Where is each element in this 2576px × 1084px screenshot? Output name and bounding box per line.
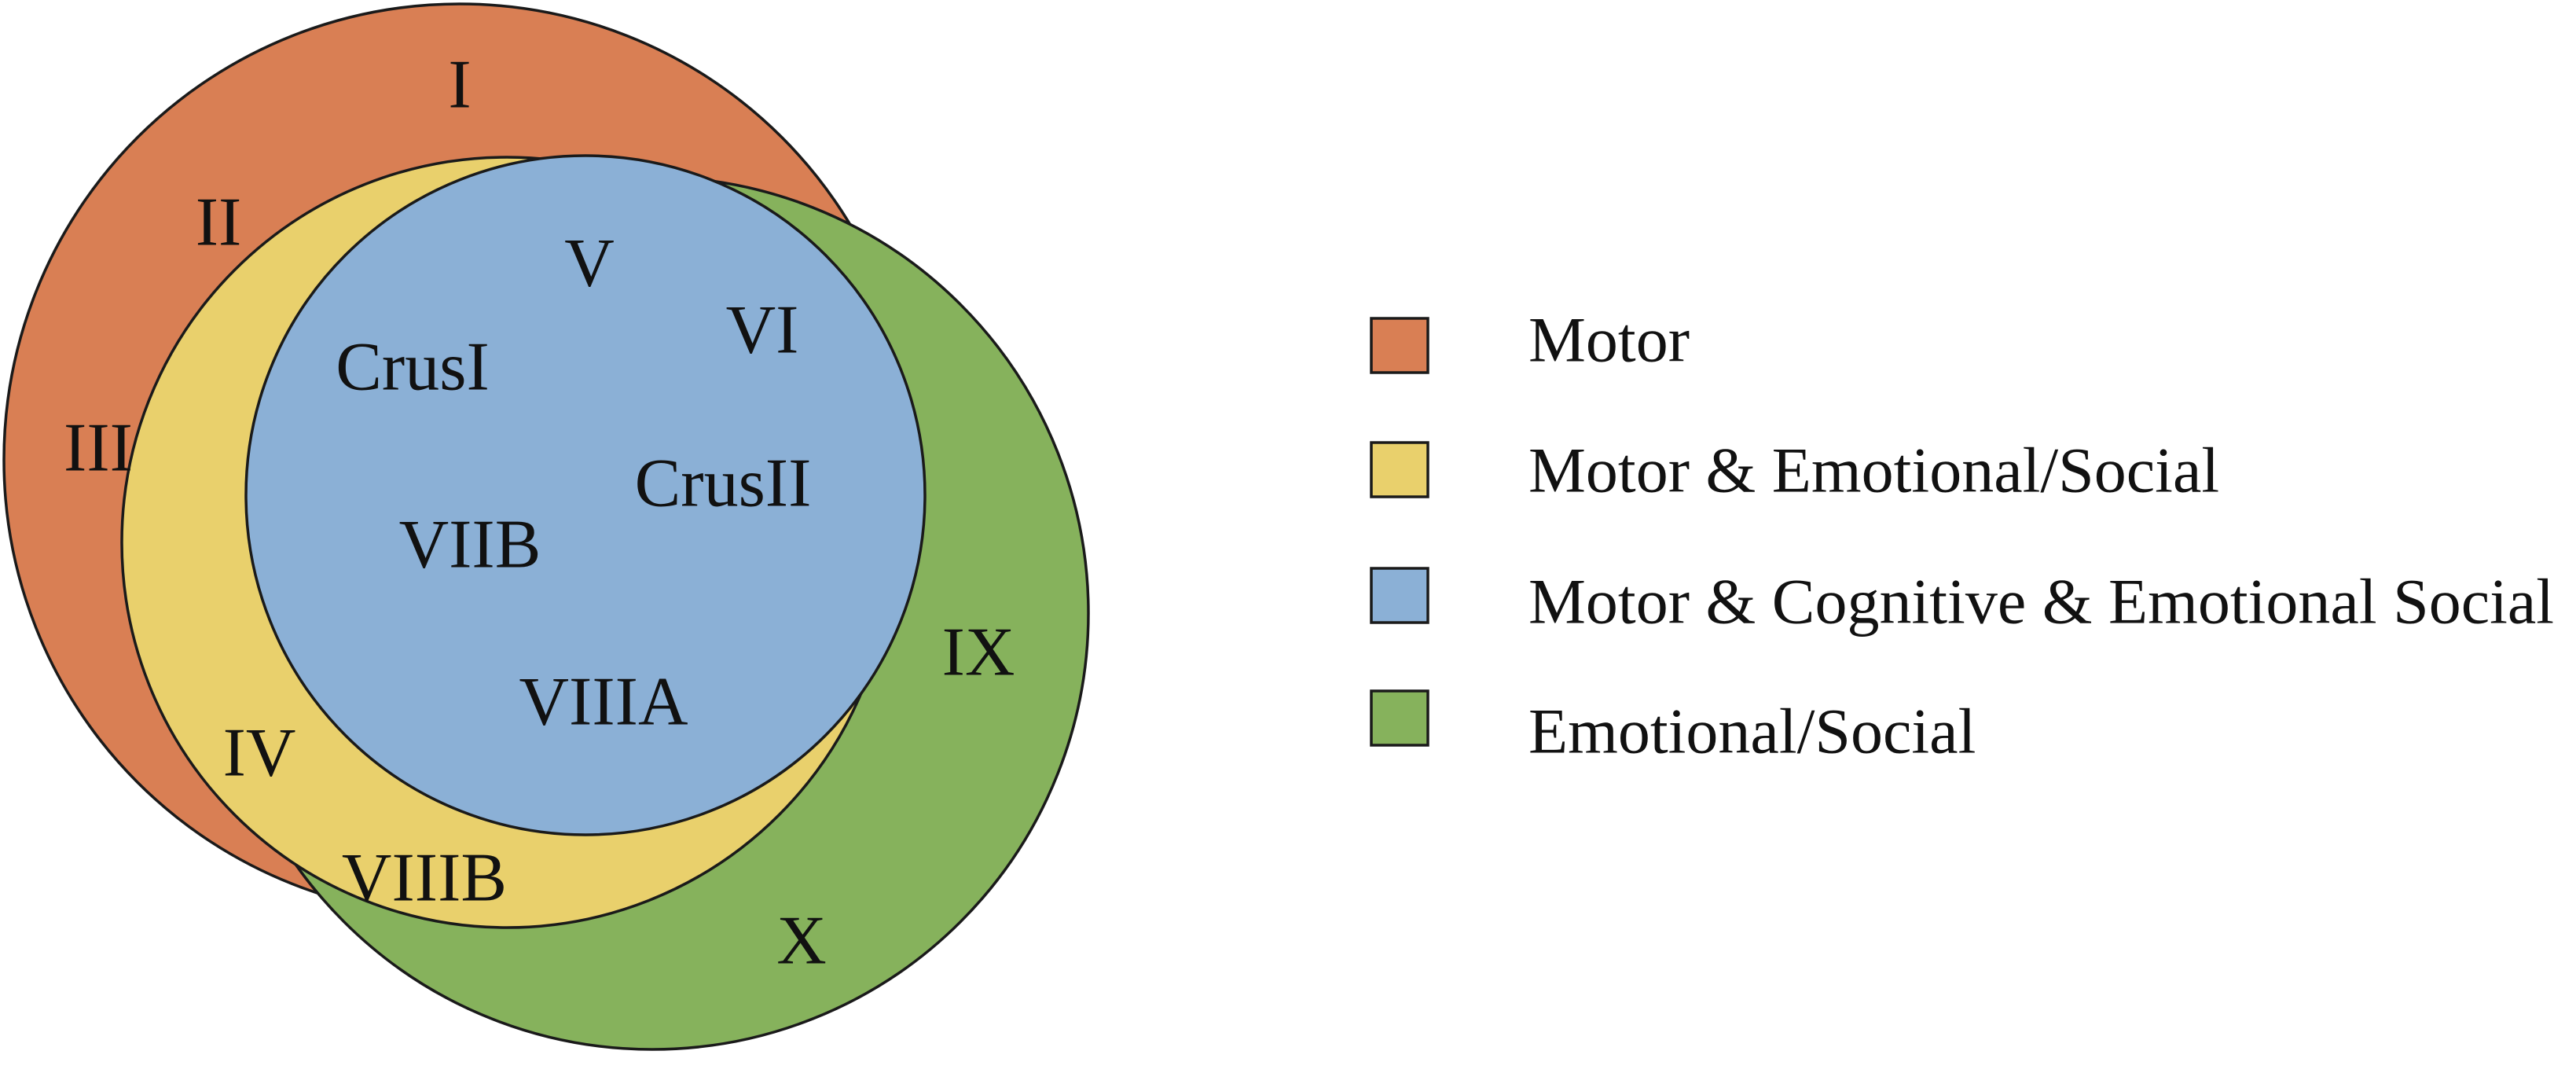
- region-label-X: X: [776, 903, 827, 979]
- legend-item-motor: Motor: [1370, 304, 1690, 376]
- legend-item-motor-cognitive-emotional-social: Motor & Cognitive & Emotional Social: [1370, 566, 2554, 638]
- region-label-CrusI: CrusI: [336, 329, 490, 406]
- legend-label-motor: Motor: [1528, 304, 1690, 376]
- region-label-VIIB: VIIB: [399, 507, 541, 583]
- region-label-II: II: [196, 185, 242, 261]
- legend-label-emotional-social: Emotional/Social: [1528, 696, 1976, 767]
- region-label-IX: IX: [942, 615, 1015, 691]
- region-label-VI: VI: [726, 292, 799, 369]
- region-label-VIIIB: VIIIB: [342, 840, 507, 917]
- region-label-I: I: [448, 47, 471, 123]
- legend-label-motor-cognitive-emotional-social: Motor & Cognitive & Emotional Social: [1528, 566, 2554, 638]
- legend-swatch-emotional-social: [1370, 689, 1429, 747]
- motor-cognitive-emotional-social-circle: [244, 154, 927, 836]
- legend-swatch-motor-emotional-social: [1370, 441, 1429, 498]
- legend-swatch-motor-cognitive-emotional-social: [1370, 567, 1429, 624]
- legend-item-motor-emotional-social: Motor & Emotional/Social: [1370, 435, 2219, 506]
- legend-label-motor-emotional-social: Motor & Emotional/Social: [1528, 435, 2219, 506]
- region-label-CrusII: CrusII: [635, 446, 812, 522]
- region-label-IV: IV: [223, 715, 296, 792]
- legend-swatch-motor: [1370, 317, 1429, 374]
- region-label-VIIIA: VIIIA: [519, 664, 688, 740]
- legend-item-emotional-social: Emotional/Social: [1370, 689, 1976, 767]
- region-label-V: V: [564, 226, 615, 302]
- legend: Motor Motor & Emotional/Social Motor & C…: [1370, 304, 2554, 767]
- region-label-III: III: [64, 410, 133, 487]
